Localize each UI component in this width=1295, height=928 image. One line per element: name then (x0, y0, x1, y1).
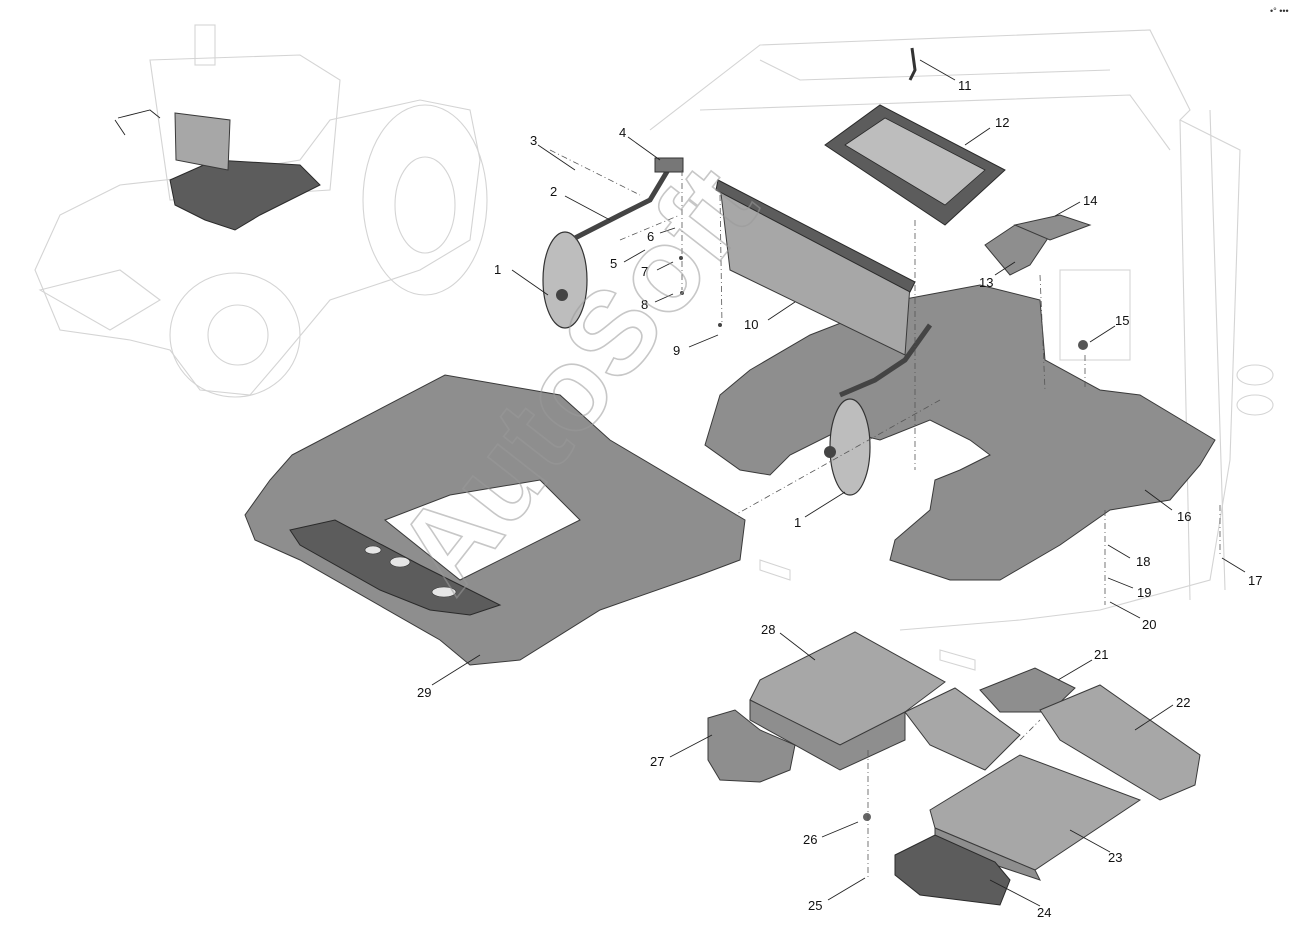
overview-floor-highlight (169, 159, 321, 231)
callout-label: 28 (761, 622, 775, 637)
fasteners (679, 256, 1088, 821)
callout-label: 14 (1083, 193, 1097, 208)
callout-label: 25 (808, 898, 822, 913)
callout-label: 23 (1108, 850, 1122, 865)
callout-label: 7 (641, 264, 648, 279)
plate-hole (431, 586, 457, 598)
callout-label: 19 (1137, 585, 1151, 600)
sun-visor-rail (715, 179, 916, 293)
callout-label: 16 (1177, 509, 1191, 524)
callout-label: 2 (550, 184, 557, 199)
callout-label: 6 (647, 229, 654, 244)
plate-hole (364, 545, 382, 555)
roof-hatch-glass (844, 117, 986, 206)
cover-part-27 (707, 709, 796, 783)
cover-middle (904, 687, 1021, 771)
callout-label: 26 (803, 832, 817, 847)
callout-label: 13 (979, 275, 993, 290)
callout-label: 20 (1142, 617, 1156, 632)
callout-label: 5 (610, 256, 617, 271)
callout-label: 11 (958, 78, 972, 93)
cover-part-24 (894, 834, 1011, 906)
cover-part-28-side (749, 699, 906, 771)
floor-mat-cutout (384, 479, 581, 581)
leader-lines (431, 59, 1246, 907)
overview-sunshade-highlight (174, 112, 231, 171)
callout-label: 29 (417, 685, 431, 700)
callout-label: 24 (1037, 905, 1051, 920)
mirror-bracket-part-4 (654, 157, 684, 173)
corner-mark: •° ••• (1270, 6, 1289, 16)
nut-part-26 (863, 813, 871, 821)
plate-hole (389, 556, 411, 568)
callout-label: 21 (1094, 647, 1108, 662)
callout-label: 18 (1136, 554, 1150, 569)
bracket-part-13 (984, 224, 1051, 276)
mirror-assembly-right (824, 323, 933, 496)
callout-label: 1 (794, 515, 801, 530)
callout-labels: 1 1 2 3 4 5 6 7 8 9 10 11 12 13 14 15 16… (417, 78, 1262, 920)
tractor-overview-illustration (34, 24, 488, 398)
cover-part-22 (1039, 684, 1201, 801)
mirror-part-1-right (829, 398, 871, 496)
callout-label: 4 (619, 125, 626, 140)
handle-part-11 (908, 47, 917, 81)
floor-mat-part-16 (704, 284, 1216, 581)
callout-label: 10 (744, 317, 758, 332)
callout-label: 22 (1176, 695, 1190, 710)
callout-label: 9 (673, 343, 680, 358)
callout-label: 1 (494, 262, 501, 277)
overview-mirror-icon (114, 109, 161, 136)
cover-part-21 (979, 667, 1076, 713)
cab-frame-outline (649, 29, 1274, 671)
alignment-lines (549, 149, 1221, 880)
bracket-part-14 (1013, 214, 1092, 241)
callout-label: 17 (1248, 573, 1262, 588)
callout-label: 27 (650, 754, 664, 769)
nut-part-15 (1078, 340, 1088, 350)
mirror-arm-part-2 (573, 168, 671, 241)
mirror-assembly-left (542, 157, 684, 329)
mirror-part-1 (542, 231, 588, 329)
callout-label: 8 (641, 297, 648, 312)
callout-label: 3 (530, 133, 537, 148)
mirror-arm-right (839, 323, 933, 398)
callout-label: 12 (995, 115, 1009, 130)
callout-label: 15 (1115, 313, 1129, 328)
